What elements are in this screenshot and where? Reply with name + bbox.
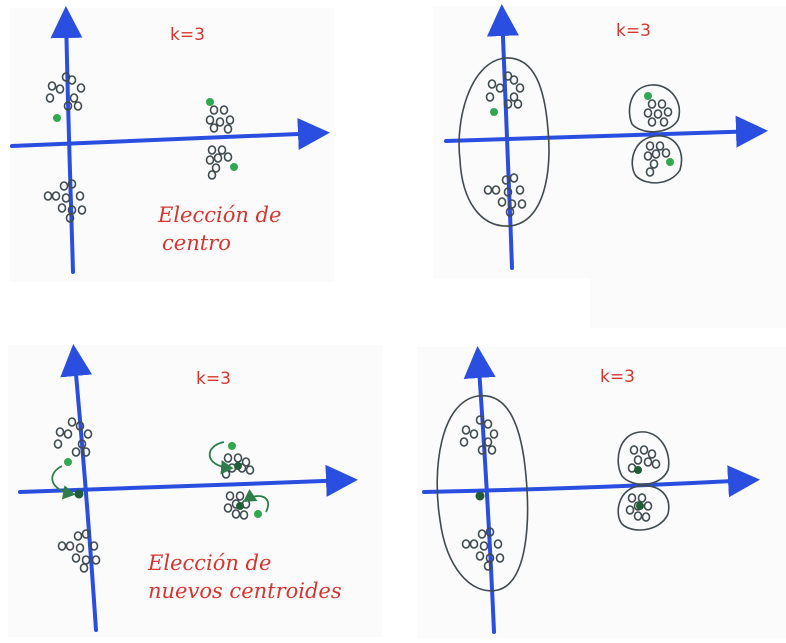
panel3-x-axis — [18, 464, 358, 497]
panel4-y-axis — [463, 346, 496, 634]
panel2-x-axis — [444, 115, 768, 148]
panel2-axes — [444, 4, 768, 270]
panel1-note-line1: Elección de — [157, 203, 281, 227]
panel3-k-label: k=3 — [196, 369, 231, 389]
panel-background-extension — [590, 270, 786, 328]
panel2-points — [483, 71, 673, 217]
panel4-points — [459, 415, 661, 571]
panel1-centroids — [53, 98, 238, 171]
panel2-cluster-boundaries — [458, 57, 683, 227]
panel1-note-line2: centro — [162, 231, 231, 255]
panel1-points — [43, 72, 235, 223]
panel4-k-label: k=3 — [600, 367, 635, 387]
panel1-y-axis — [50, 6, 83, 274]
panel4-x-axis — [422, 465, 760, 498]
panel2-centroids — [490, 92, 674, 166]
panel4-axes — [422, 346, 760, 634]
panel3-y-axis — [60, 344, 98, 632]
panel3-move-arrows — [51, 441, 269, 513]
panel4-centroids — [475, 466, 644, 510]
panel-initial-clusters — [433, 6, 786, 278]
panel3-note-line1: Elección de — [147, 551, 271, 575]
panel2-k-label: k=3 — [616, 21, 651, 41]
panel3-new-centroids — [74, 462, 244, 510]
panel1-x-axis — [10, 117, 330, 150]
panel4-cluster-boundaries — [436, 395, 670, 592]
panel3-note-line2: nuevos centroides — [148, 579, 342, 603]
panel1-axes — [10, 6, 330, 274]
panel1-k-label: k=3 — [170, 25, 205, 45]
panel3-old-centroids — [64, 442, 262, 518]
panel2-y-axis — [486, 4, 519, 270]
